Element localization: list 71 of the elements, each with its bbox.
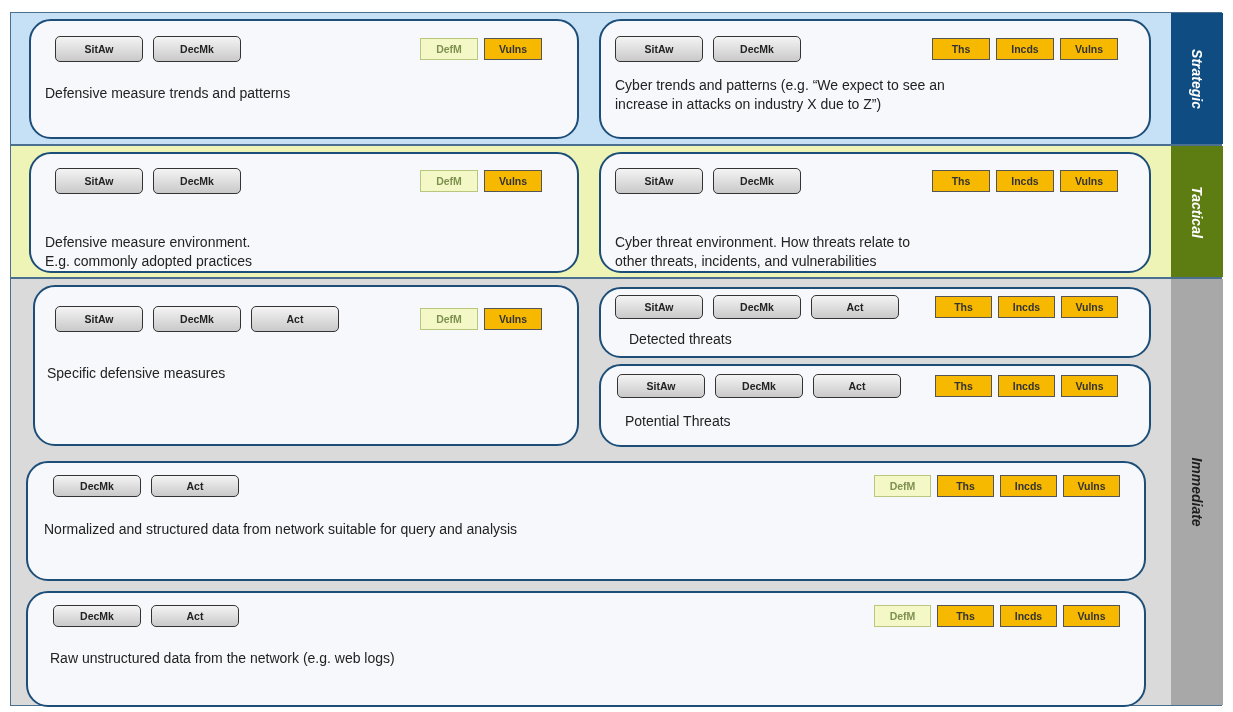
category-tag: Vulns bbox=[1060, 170, 1118, 192]
role-tag: DecMk bbox=[715, 374, 803, 398]
role-tag: SitAw bbox=[55, 168, 143, 194]
role-tag: DecMk bbox=[53, 605, 141, 627]
band-background bbox=[10, 145, 1222, 278]
category-tag: Ths bbox=[937, 475, 994, 497]
category-tag: DefM bbox=[874, 605, 931, 627]
role-tag: SitAw bbox=[55, 306, 143, 332]
category-tag: Incds bbox=[1000, 605, 1057, 627]
description-text: Detected threats bbox=[629, 330, 733, 349]
category-tag: Incds bbox=[998, 375, 1055, 397]
role-tag: SitAw bbox=[615, 168, 703, 194]
card bbox=[33, 285, 579, 446]
category-tag: DefM bbox=[874, 475, 931, 497]
category-tag: Incds bbox=[998, 296, 1055, 318]
category-tag: DefM bbox=[420, 308, 478, 330]
description-text: Defensive measure environment. E.g. commonly adopted practices bbox=[45, 233, 253, 271]
description-text: Normalized and structured data from network suitable for query and analysis bbox=[44, 520, 519, 539]
role-tag: SitAw bbox=[617, 374, 705, 398]
description-text: Cyber threat environment. How threats relate to other threats, incidents, and vulnerabilities bbox=[615, 233, 911, 271]
description-text: Defensive measure trends and patterns bbox=[45, 84, 292, 103]
band-label: Strategic bbox=[1171, 13, 1223, 144]
category-tag: Incds bbox=[1000, 475, 1057, 497]
card bbox=[26, 591, 1146, 707]
card bbox=[599, 364, 1151, 447]
category-tag: Vulns bbox=[1063, 475, 1120, 497]
description-text: Cyber trends and patterns (e.g. “We expect to see an increase in attacks on industry X due to Z”) bbox=[615, 76, 945, 114]
category-tag: DefM bbox=[420, 38, 478, 60]
role-tag: DecMk bbox=[713, 36, 801, 62]
role-tag: Act bbox=[813, 374, 901, 398]
category-tag: Ths bbox=[937, 605, 994, 627]
role-tag: Act bbox=[151, 475, 239, 497]
category-tag: Incds bbox=[996, 170, 1054, 192]
card bbox=[26, 461, 1146, 581]
card bbox=[599, 152, 1151, 273]
category-tag: Incds bbox=[996, 38, 1054, 60]
role-tag: DecMk bbox=[153, 306, 241, 332]
band-label: Tactical bbox=[1171, 146, 1223, 277]
band-background bbox=[10, 12, 1222, 145]
description-text: Raw unstructured data from the network (e.g. web logs) bbox=[50, 649, 396, 668]
category-tag: Ths bbox=[932, 38, 990, 60]
band-background bbox=[10, 278, 1222, 706]
card bbox=[599, 287, 1151, 358]
role-tag: DecMk bbox=[713, 295, 801, 319]
role-tag: SitAw bbox=[615, 36, 703, 62]
role-tag: SitAw bbox=[615, 295, 703, 319]
role-tag: DecMk bbox=[153, 168, 241, 194]
role-tag: DecMk bbox=[713, 168, 801, 194]
role-tag: Act bbox=[151, 605, 239, 627]
category-tag: Vulns bbox=[484, 170, 542, 192]
category-tag: Ths bbox=[935, 296, 992, 318]
role-tag: Act bbox=[251, 306, 339, 332]
description-text: Specific defensive measures bbox=[47, 364, 227, 383]
role-tag: SitAw bbox=[55, 36, 143, 62]
category-tag: Vulns bbox=[1060, 38, 1118, 60]
role-tag: DecMk bbox=[53, 475, 141, 497]
card bbox=[29, 19, 579, 139]
category-tag: Vulns bbox=[1061, 375, 1118, 397]
card bbox=[599, 19, 1151, 139]
role-tag: Act bbox=[811, 295, 899, 319]
category-tag: DefM bbox=[420, 170, 478, 192]
role-tag: DecMk bbox=[153, 36, 241, 62]
category-tag: Vulns bbox=[1061, 296, 1118, 318]
band-label: Immediate bbox=[1171, 279, 1223, 705]
category-tag: Vulns bbox=[484, 308, 542, 330]
category-tag: Vulns bbox=[1063, 605, 1120, 627]
category-tag: Vulns bbox=[484, 38, 542, 60]
category-tag: Ths bbox=[932, 170, 990, 192]
category-tag: Ths bbox=[935, 375, 992, 397]
card bbox=[29, 152, 579, 273]
description-text: Potential Threats bbox=[625, 412, 732, 431]
